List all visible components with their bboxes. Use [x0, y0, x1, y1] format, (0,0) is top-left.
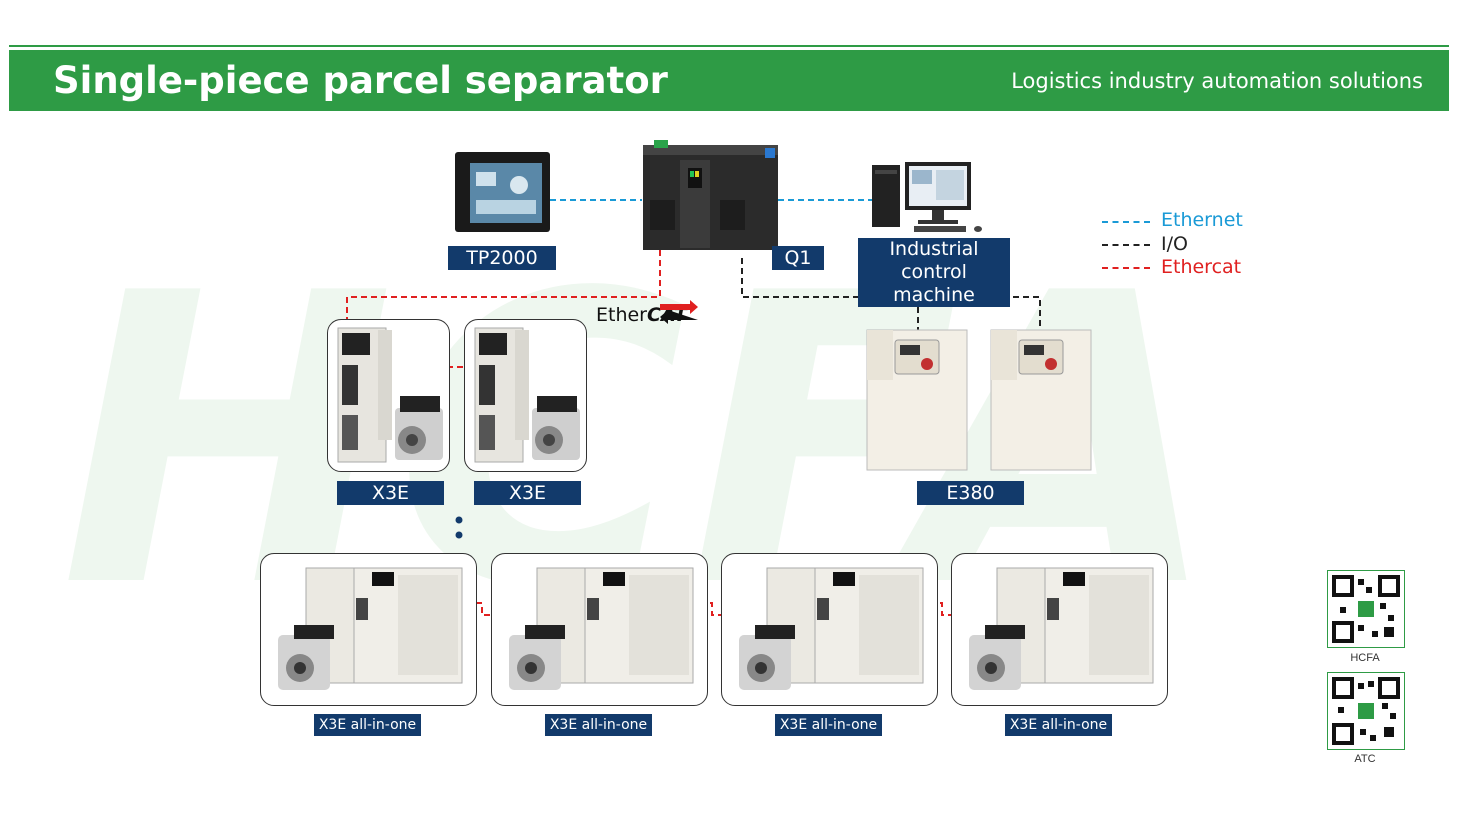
qr-caption-hcfa: HCFA: [1350, 652, 1380, 664]
qr-caption-atc: ATC: [1354, 753, 1376, 765]
e380-inverter-b: [990, 329, 1092, 471]
x3e-label-a: X3E: [337, 481, 444, 505]
allinone-unit-3: [739, 567, 924, 690]
allinone-unit-1: [278, 567, 463, 690]
qr-pattern-icon: [1332, 575, 1400, 643]
legend-ethercat-line: [1102, 267, 1150, 269]
allinone-label-1: X3E all-in-one: [314, 714, 421, 736]
x3e-label-b: X3E: [474, 481, 581, 505]
legend-io-line: [1102, 244, 1150, 246]
allinone-unit-4: [969, 567, 1154, 690]
page-subtitle: Logistics industry automation solutions: [1011, 69, 1423, 93]
page-title: Single-piece parcel separator: [53, 59, 668, 102]
legend-ethernet-label: Ethernet: [1161, 209, 1243, 231]
io-line-e380: [741, 258, 1041, 330]
legend-ethernet-line: [1102, 221, 1150, 223]
continuation-dot: [455, 531, 463, 539]
tp2000-label: TP2000: [448, 246, 556, 270]
ipc-label-line1: Industrial: [889, 238, 979, 260]
q1-label: Q1: [772, 246, 824, 270]
e380-label: E380: [917, 481, 1024, 505]
header-top-rule: [9, 45, 1449, 47]
continuation-dot: [455, 516, 463, 524]
allinone-label-3: X3E all-in-one: [775, 714, 882, 736]
qr-pattern-icon: [1332, 677, 1400, 745]
legend-ethercat-label: Ethercat: [1161, 256, 1242, 278]
e380-inverter-a: [866, 329, 968, 471]
allinone-unit-2: [509, 567, 694, 690]
ethercat-logo-part1: Ether: [596, 304, 647, 326]
allinone-label-4: X3E all-in-one: [1005, 714, 1112, 736]
ipc-label: Industrial control machine: [858, 238, 1010, 307]
qr-code-hcfa[interactable]: [1327, 570, 1405, 648]
allinone-label-2: X3E all-in-one: [545, 714, 652, 736]
x3e-drive-b: [474, 327, 580, 463]
qr-code-atc[interactable]: [1327, 672, 1405, 750]
ipc-label-line2: control machine: [893, 261, 975, 306]
legend-io-label: I/O: [1161, 233, 1188, 255]
x3e-drive-a: [337, 327, 443, 463]
header-banner: Single-piece parcel separator Logistics …: [9, 50, 1449, 111]
